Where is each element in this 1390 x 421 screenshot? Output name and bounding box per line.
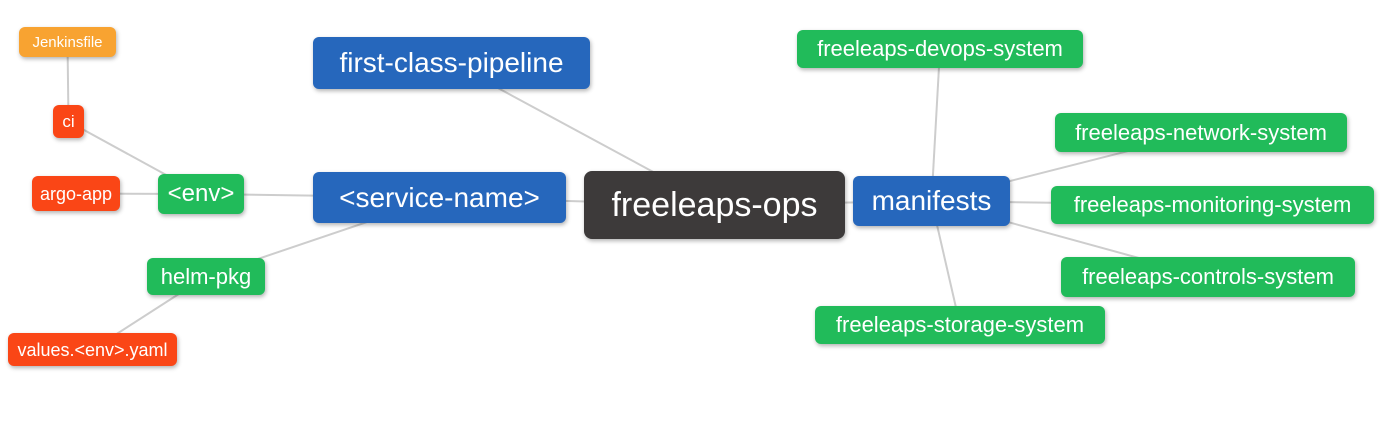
node-freeleaps-storage-system[interactable]: freeleaps-storage-system	[815, 306, 1105, 344]
node-freeleaps-monitoring-system[interactable]: freeleaps-monitoring-system	[1051, 186, 1374, 224]
node-values-env-yaml[interactable]: values.<env>.yaml	[8, 333, 177, 366]
node-label: freeleaps-network-system	[1075, 119, 1327, 145]
node-freeleaps-devops-system[interactable]: freeleaps-devops-system	[797, 30, 1083, 68]
node-label: first-class-pipeline	[339, 47, 564, 78]
node-label: freeleaps-storage-system	[835, 312, 1085, 337]
node-first-class-pipeline[interactable]: first-class-pipeline	[313, 37, 590, 89]
node-ci[interactable]: ci	[53, 105, 84, 138]
node-label: freeleaps-controls-system	[1082, 264, 1334, 289]
node-manifests[interactable]: manifests	[853, 176, 1010, 226]
node-label: values.<env>.yaml	[17, 339, 168, 360]
node-label: manifests	[871, 185, 992, 216]
node-service-name[interactable]: <service-name>	[313, 172, 566, 223]
node-argo-app[interactable]: argo-app	[32, 176, 120, 211]
node-label: <service-name>	[339, 181, 540, 213]
node-label: Jenkinsfile	[32, 33, 103, 51]
node-helm-pkg[interactable]: helm-pkg	[147, 258, 265, 295]
node-freeleaps-ops[interactable]: freeleaps-ops	[584, 171, 845, 239]
node-label: <env>	[167, 180, 235, 207]
node-label: freeleaps-devops-system	[817, 36, 1063, 61]
node-freeleaps-network-system[interactable]: freeleaps-network-system	[1055, 113, 1347, 152]
node-label: helm-pkg	[160, 263, 252, 289]
node-freeleaps-controls-system[interactable]: freeleaps-controls-system	[1061, 257, 1355, 297]
edge-manifests-freeleaps-devops-system	[930, 48, 941, 202]
node-label: freeleaps-ops	[611, 186, 818, 224]
node-label: argo-app	[39, 183, 113, 204]
node-label: freeleaps-monitoring-system	[1073, 192, 1352, 217]
node-jenkinsfile[interactable]: Jenkinsfile	[19, 27, 116, 57]
node-label: ci	[62, 112, 75, 131]
node-env[interactable]: <env>	[158, 174, 244, 214]
